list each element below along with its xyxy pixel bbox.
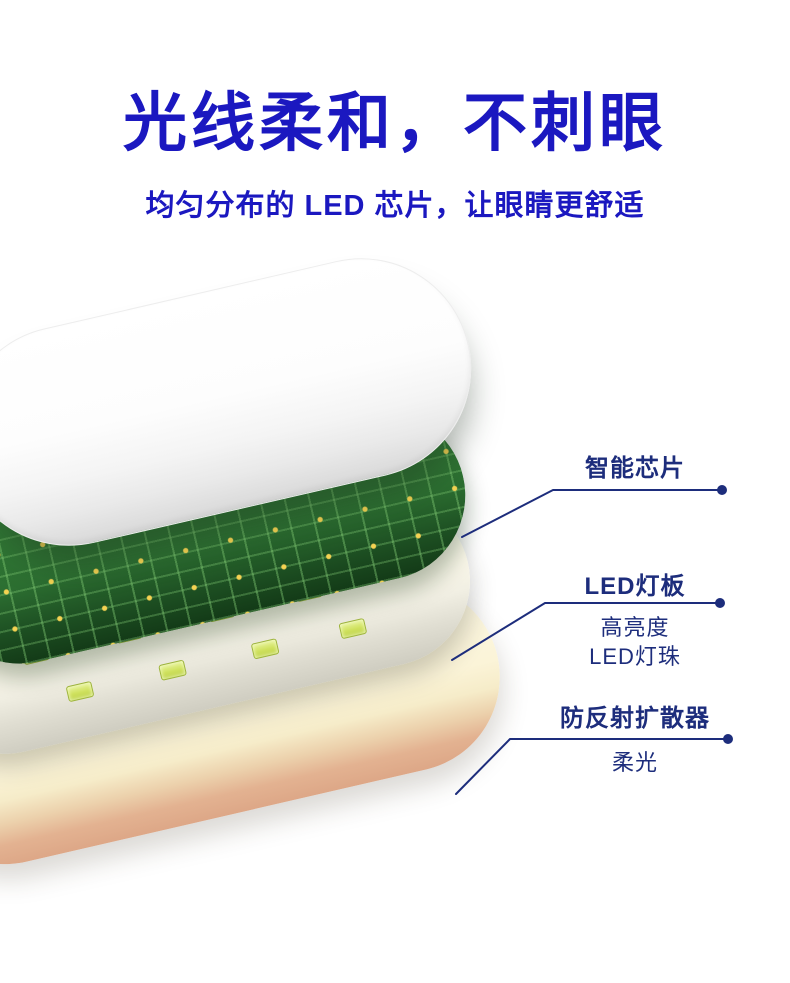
callout-sub-line: 高亮度	[600, 615, 670, 640]
callout-sub-led-board: 高亮度 LED灯珠	[525, 613, 745, 671]
page-title: 光线柔和，不刺眼	[123, 87, 667, 159]
callout-label-led-board: LED灯板	[584, 573, 686, 600]
led-chip	[158, 659, 188, 681]
callout-sub-line: LED灯珠	[589, 644, 681, 669]
led-chip	[338, 617, 368, 640]
callout-line-smart-chip	[461, 489, 719, 538]
page-subtitle: 均匀分布的 LED 芯片，让眼睛更舒适	[145, 190, 645, 222]
callout-label-diffuser: 防反射扩散器	[560, 705, 710, 732]
callout-dot-smart-chip	[717, 485, 727, 495]
callout-dot-diffuser	[723, 734, 733, 744]
led-chip	[250, 638, 280, 660]
callout-label-smart-chip: 智能芯片	[585, 455, 685, 482]
callout-sub-diffuser: 柔光	[611, 750, 658, 775]
led-chip	[65, 680, 95, 703]
